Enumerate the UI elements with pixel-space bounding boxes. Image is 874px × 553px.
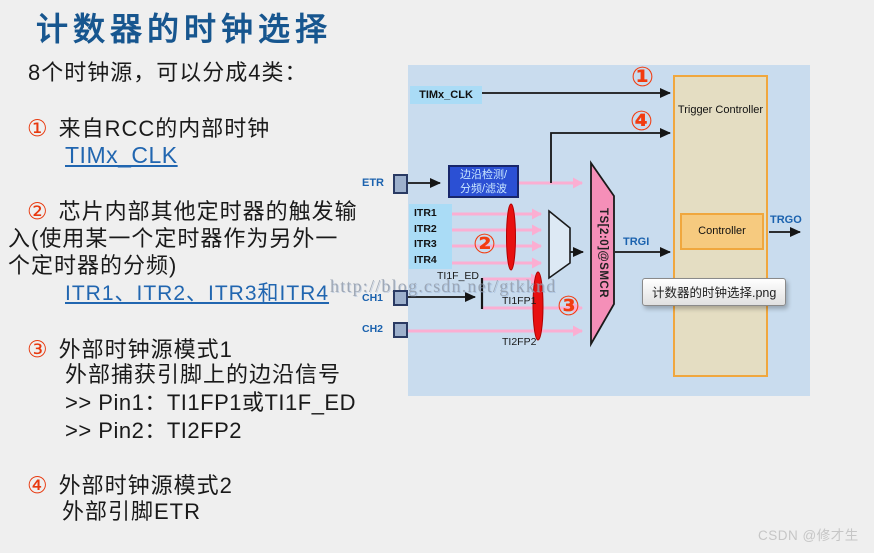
itr3-label: ITR3 bbox=[414, 238, 437, 251]
item1-number-badge: ① bbox=[27, 115, 49, 141]
item2-line2: 入(使用某一个定时器作为另外一 bbox=[8, 226, 339, 251]
item4-line2: 外部引脚ETR bbox=[62, 499, 202, 524]
trgo-label: TRGO bbox=[770, 214, 802, 226]
ch2-pin-box bbox=[393, 322, 408, 338]
diagram-badge-2: ② bbox=[473, 229, 496, 259]
edge-detect-line1: 边沿检测/ bbox=[459, 169, 508, 181]
diagram-badge-4: ④ bbox=[630, 106, 653, 136]
ti1f-ed-label: TI1F_ED bbox=[437, 270, 480, 282]
trgi-label: TRGI bbox=[623, 236, 650, 248]
intro-line: 8个时钟源，可以分成4类： bbox=[28, 60, 308, 85]
itr2-label: ITR2 bbox=[414, 222, 437, 235]
trigger-controller-label: Trigger Controller bbox=[677, 104, 764, 116]
timx-clk-link[interactable]: TIMx_CLK bbox=[65, 142, 178, 168]
filename-tooltip: 计数器的时钟选择.png bbox=[642, 278, 787, 306]
watermark-url: http://blog.csdn.net/gtkknd bbox=[330, 276, 557, 296]
item3-line4: >> Pin2：TI2FP2 bbox=[65, 418, 242, 443]
ts-mux-label: TS[2:0]@SMCR bbox=[597, 207, 609, 299]
itr-link[interactable]: ITR1、ITR2、ITR3和ITR4 bbox=[65, 282, 330, 305]
etr-pin-box bbox=[393, 174, 408, 194]
item2-number-badge: ② bbox=[27, 198, 49, 224]
item4-line1: 外部时钟源模式2 bbox=[58, 473, 233, 498]
diagram-badge-3: ③ bbox=[557, 291, 580, 321]
item2-line3: 个定时器的分频) bbox=[8, 253, 178, 278]
etr-label: ETR bbox=[362, 177, 384, 189]
list-item-2: ② 芯片内部其他定时器的触发输 bbox=[27, 198, 358, 225]
timx-clk-label-box: TIMx_CLK bbox=[410, 86, 482, 104]
controller-box: Controller bbox=[680, 213, 764, 250]
edge-detect-line2: 分频/滤波 bbox=[459, 183, 508, 195]
edge-detect-box: 边沿检测/ 分频/滤波 bbox=[448, 165, 519, 198]
item4-number-badge: ④ bbox=[27, 472, 49, 498]
item2-line1: 芯片内部其他定时器的触发输 bbox=[58, 199, 358, 224]
item3-number-badge: ③ bbox=[27, 336, 49, 362]
ch1-label: CH1 bbox=[362, 292, 384, 304]
itr-label-box: ITR1 ITR2 ITR3 ITR4 bbox=[409, 204, 452, 269]
item3-line2: 外部捕获引脚上的边沿信号 bbox=[65, 362, 342, 387]
list-item-1: ① 来自RCC的内部时钟 bbox=[27, 115, 270, 142]
item1-text: 来自RCC的内部时钟 bbox=[58, 116, 271, 141]
itr4-label: ITR4 bbox=[414, 254, 437, 267]
itr1-label: ITR1 bbox=[414, 206, 437, 219]
list-item-4: ④ 外部时钟源模式2 bbox=[27, 472, 233, 499]
list-item-3: ③ 外部时钟源模式1 bbox=[27, 336, 233, 363]
diagram-badge-1: ① bbox=[631, 62, 654, 92]
ti2fp2-label: TI2FP2 bbox=[502, 336, 537, 348]
item3-line3: >> Pin1：TI1FP1或TI1F_ED bbox=[65, 390, 356, 415]
page-title: 计数器的时钟选择 bbox=[36, 11, 333, 47]
ch2-label: CH2 bbox=[362, 323, 384, 335]
ch1-pin-box bbox=[393, 290, 408, 306]
ti1fp1-label: TI1FP1 bbox=[502, 295, 537, 307]
item3-line1: 外部时钟源模式1 bbox=[58, 337, 233, 362]
csdn-credit: CSDN @修才生 bbox=[758, 528, 859, 543]
